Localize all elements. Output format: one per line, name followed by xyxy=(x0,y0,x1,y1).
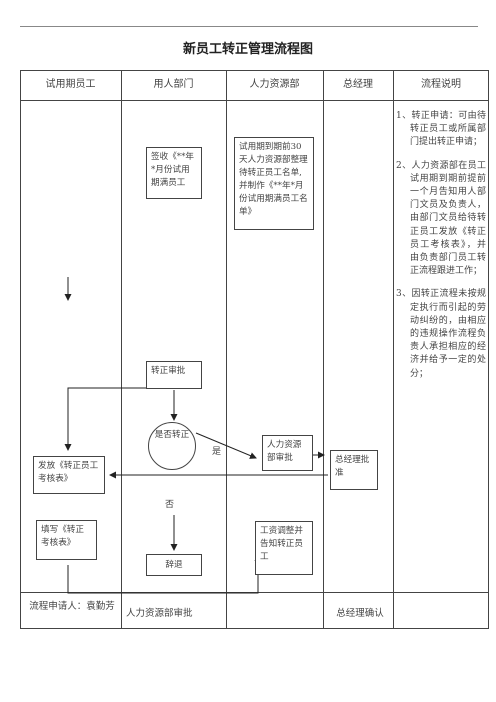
fill-form-node: 填写《转正考核表》 xyxy=(36,520,97,560)
column-header-notes: 流程说明 xyxy=(421,79,461,90)
no-label: 否 xyxy=(165,500,175,510)
hr-review-node: 人力资源部审批 xyxy=(262,435,313,471)
decision-node: 是否转正 xyxy=(148,422,196,470)
approve-node: 转正审批 xyxy=(146,361,202,389)
hr-list-node: 试用期到期前30天人力资源部整理待转正员工名单,并制作《**年*月份试用期满员工… xyxy=(234,137,314,230)
arrow-approve-to-issue-form xyxy=(64,387,146,451)
column-divider xyxy=(226,70,227,629)
note-2: 2、人力资源部在员工试用期到期前提前一个月告知用人部门文员及负责人，由部门文员给… xyxy=(396,160,486,277)
column-divider xyxy=(323,70,324,629)
sign-list-node: 签收《**年*月份试用期满员工 xyxy=(146,147,202,199)
arrow-yes-to-hr xyxy=(195,432,257,459)
note-1: 1、转正申请：可由待转正员工或所属部门提出转正申请； xyxy=(396,111,486,148)
footer-hr: 人力资源部审批 xyxy=(126,608,193,619)
issue-form-node: 发放《转正员工考核表》 xyxy=(33,456,105,494)
column-header-employee: 试用期员工 xyxy=(45,79,96,90)
footer-gm: 总经理确认 xyxy=(336,608,384,619)
dismiss-node: 辞退 xyxy=(146,554,202,576)
note-3: 3、因转正流程未按规定执行而引起的劳动纠纷的，由相应的违规操作流程负责人承担相应… xyxy=(396,289,486,379)
header-divider xyxy=(20,100,489,101)
column-header-gm: 总经理 xyxy=(343,79,373,90)
column-header-hr: 人力资源部 xyxy=(249,79,300,90)
flowchart-frame xyxy=(20,70,489,629)
column-divider xyxy=(393,70,394,629)
process-notes: 1、转正申请：可由待转正员工或所属部门提出转正申请； 2、人力资源部在员工试用期… xyxy=(396,110,486,391)
yes-label: 是 xyxy=(212,447,222,457)
gm-approve-node: 总经理批准 xyxy=(330,450,378,490)
footer-applicant: 流程申请人：袁勤芳 xyxy=(29,601,115,612)
salary-adjust-node: 工资调整并告知转正员工 xyxy=(255,521,313,575)
column-divider xyxy=(121,70,122,629)
title-rule xyxy=(20,26,478,27)
column-header-department: 用人部门 xyxy=(153,79,194,90)
page-title: 新员工转正管理流程图 xyxy=(182,42,313,57)
